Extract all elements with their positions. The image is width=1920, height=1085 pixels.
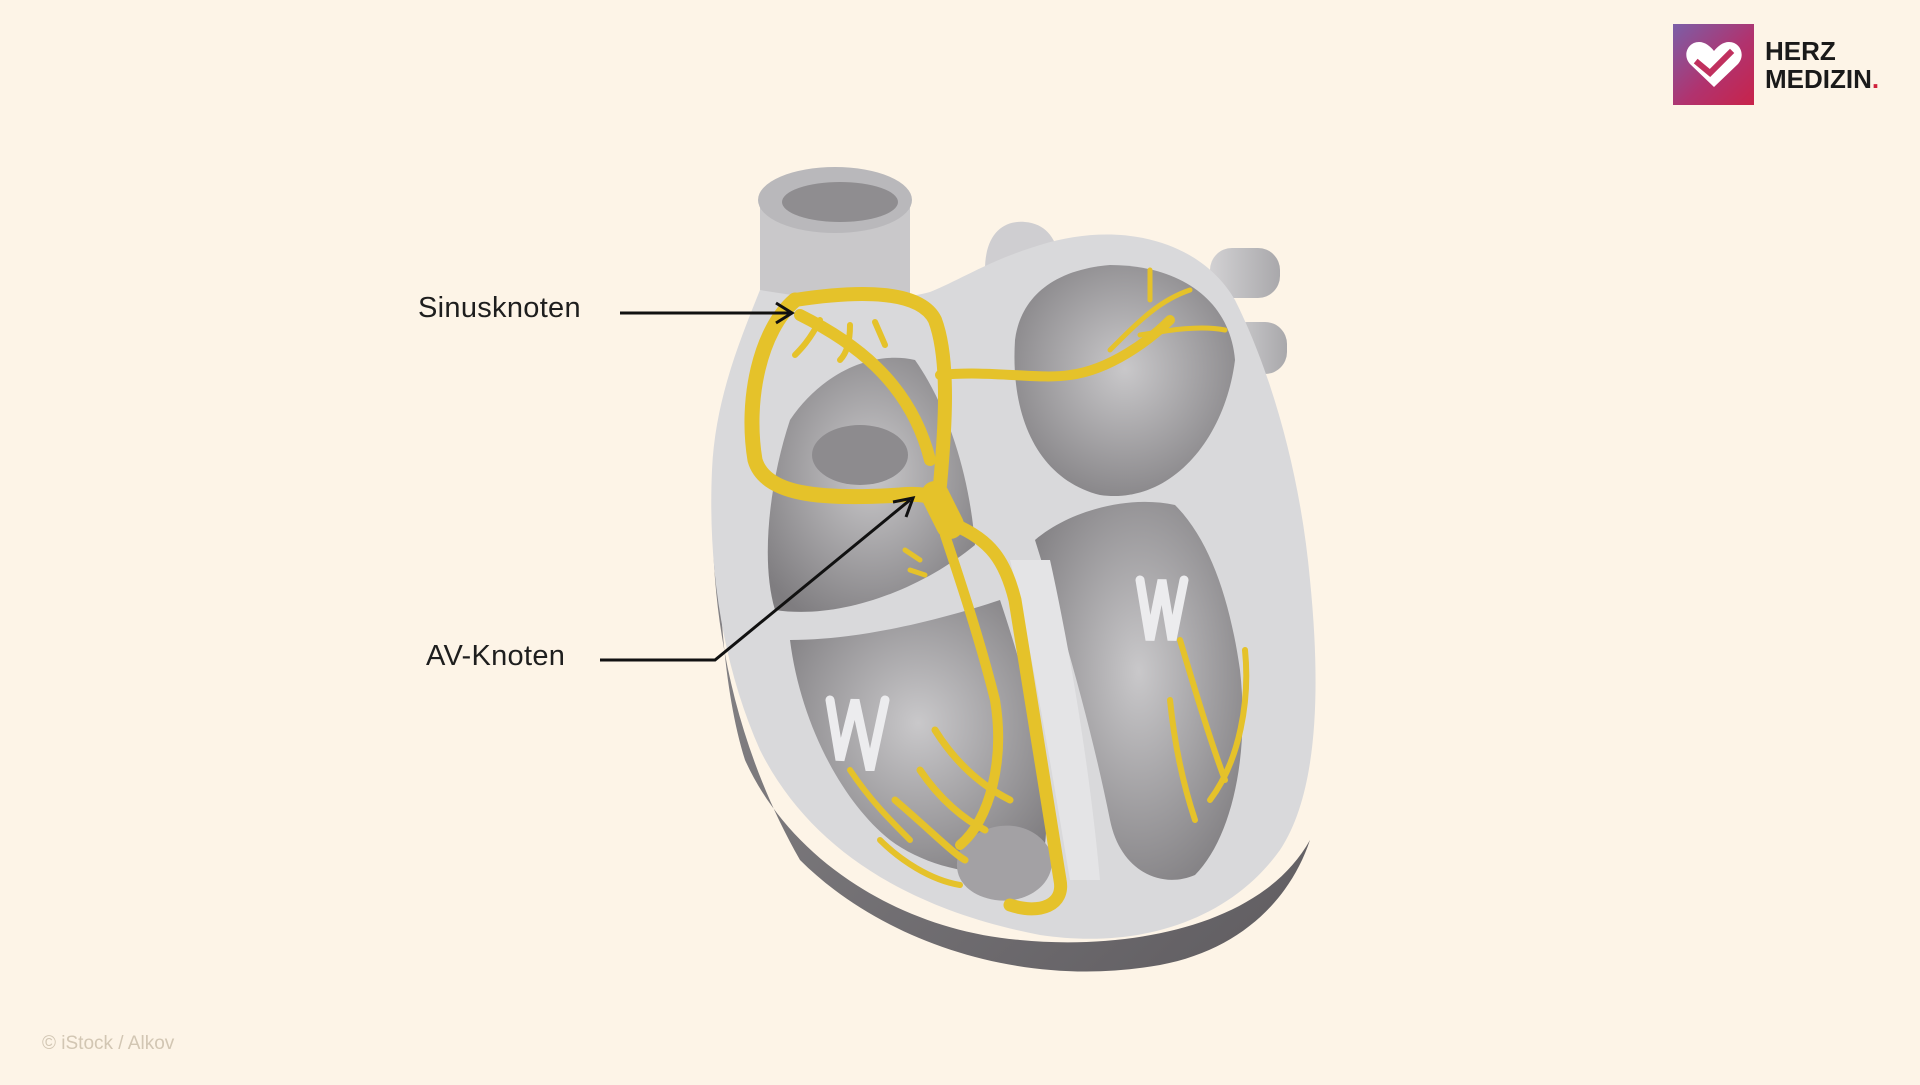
left-ventricle	[1035, 501, 1243, 880]
left-atrium	[1014, 265, 1235, 497]
logo-line-1: HERZ	[1765, 35, 1836, 66]
arrow-av	[600, 498, 911, 662]
conduction-system	[744, 267, 1250, 916]
septum	[1010, 560, 1100, 880]
logo-dot: .	[1871, 63, 1880, 94]
sinus-node-pathway	[744, 292, 953, 518]
logo-text: HERZ MEDIZIN.	[1765, 37, 1879, 93]
sinus-node-label: Sinusknoten	[418, 292, 581, 324]
pulmonary-vein-upper	[1210, 248, 1280, 298]
av-node	[921, 481, 964, 539]
herz-medizin-logo[interactable]: HERZ MEDIZIN.	[1673, 24, 1879, 105]
right-atrium	[767, 357, 975, 612]
copyright-notice: © iStock / Alkov	[42, 1033, 175, 1054]
heart-shadow	[712, 420, 1310, 972]
coronary-sinus	[812, 425, 908, 485]
left-bundle-branch	[948, 518, 1068, 916]
right-bundle-branch	[940, 530, 1004, 850]
apex-chamber	[956, 825, 1052, 901]
av-node-label: AV-Knoten	[426, 640, 566, 672]
valve-structures	[825, 575, 1189, 771]
arrow-av-head	[892, 496, 916, 518]
heart-icon	[1673, 24, 1754, 105]
logo-line-2: MEDIZIN.	[1765, 65, 1879, 93]
arrow-sinus-head	[775, 301, 795, 325]
logo-line-2-text: MEDIZIN	[1765, 63, 1872, 94]
annotation-arrows	[600, 301, 916, 662]
